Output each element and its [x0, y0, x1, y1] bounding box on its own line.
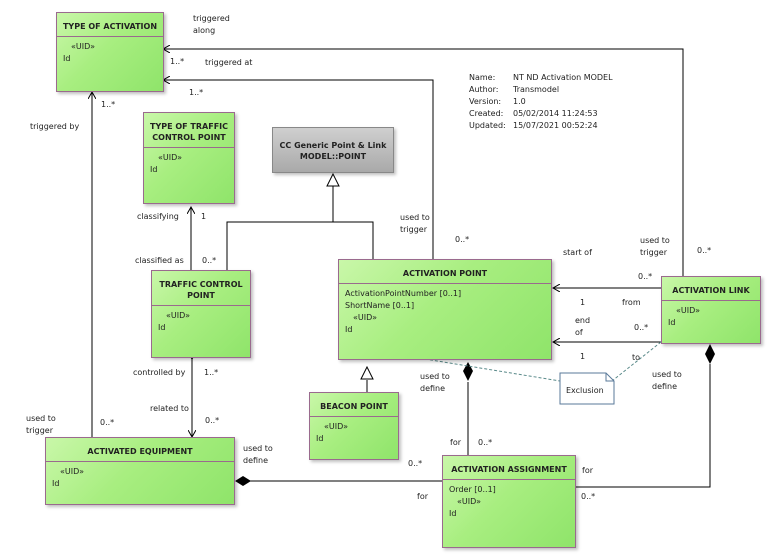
label-end: end — [575, 316, 591, 325]
label-define: define — [243, 456, 269, 465]
attribute: Id — [668, 318, 676, 327]
label-for: for — [417, 492, 428, 501]
label-to: to — [632, 353, 641, 362]
stereotype: «UID» — [158, 153, 183, 162]
class-traffic-control-point[interactable]: TRAFFIC CONTROL POINT «UID» Id — [151, 270, 251, 358]
attribute: Id — [150, 165, 158, 174]
label-triggered: triggered — [193, 14, 230, 23]
attribute: Id — [52, 479, 60, 488]
label-used-to: used to — [400, 213, 430, 222]
gen-activation-point — [333, 221, 374, 259]
note-connector-2 — [611, 341, 662, 382]
stereotype: «UID» — [60, 467, 85, 476]
diamond-activation-point — [463, 362, 473, 381]
stereotype: «UID» — [676, 306, 701, 315]
gen-triangle-activation-point — [360, 365, 374, 380]
label-for: for — [450, 438, 461, 447]
stereotype: «UID» — [166, 311, 191, 320]
stereotype: «UID» — [457, 497, 482, 506]
label-define: define — [420, 384, 446, 393]
mult-0star: 0..* — [455, 235, 470, 244]
class-activation-assignment[interactable]: ACTIVATION ASSIGNMENT Order [0..1] «UID»… — [442, 455, 576, 548]
attribute: Id — [345, 325, 353, 334]
mult-0star: 0..* — [478, 438, 493, 447]
class-title: ACTIVATION POINT — [339, 260, 551, 284]
link-triggered-at — [163, 80, 434, 259]
stereotype: «UID» — [71, 42, 96, 51]
class-activation-point[interactable]: ACTIVATION POINT ActivationPointNumber [… — [338, 259, 552, 360]
class-activated-equipment[interactable]: ACTIVATED EQUIPMENT «UID» Id — [45, 437, 235, 505]
note-exclusion-shape — [559, 372, 615, 405]
mult-0star: 0..* — [100, 418, 115, 427]
label-for: for — [582, 466, 593, 475]
mult-1: 1 — [580, 298, 586, 307]
class-type-of-activation[interactable]: TYPE OF ACTIVATION «UID» Id — [56, 12, 164, 92]
label-used-to: used to — [652, 370, 682, 379]
label-define: define — [652, 382, 678, 391]
gen-triangle-cc — [326, 172, 340, 187]
mult-0star: 0..* — [581, 492, 596, 501]
diamond-activation-link — [705, 344, 715, 364]
attribute: Id — [449, 509, 457, 518]
label-classified-as: classified as — [135, 256, 184, 265]
label-controlled-by: controlled by — [133, 368, 186, 377]
mult-1star: 1..* — [204, 368, 219, 377]
mult-0star: 0..* — [634, 323, 649, 332]
label-trigger: trigger — [400, 225, 428, 234]
class-type-of-traffic-control-point[interactable]: TYPE OF TRAFFIC CONTROL POINT «UID» Id — [143, 112, 235, 204]
mult-1star: 1..* — [189, 88, 204, 97]
mult-0star: 0..* — [638, 272, 653, 281]
class-title: BEACON POINT — [310, 393, 398, 417]
attribute: Id — [316, 434, 324, 443]
label-used-to: used to — [640, 236, 670, 245]
class-title: ACTIVATION ASSIGNMENT — [443, 456, 575, 480]
label-triggered-at: triggered at — [205, 58, 253, 67]
label-from: from — [622, 298, 641, 307]
mult-1: 1 — [201, 212, 207, 221]
mult-1star: 1..* — [170, 57, 185, 66]
class-title: ACTIVATION LINK — [662, 277, 760, 301]
label-trigger: trigger — [26, 426, 54, 435]
link-assignment-link — [576, 364, 711, 488]
attribute: Id — [158, 323, 166, 332]
label-used-to: used to — [26, 414, 56, 423]
class-title: TRAFFIC CONTROL POINT — [152, 271, 250, 306]
mult-1star: 1..* — [101, 100, 116, 109]
label-classifying: classifying — [137, 212, 179, 221]
attribute: Id — [63, 54, 71, 63]
label-of: of — [575, 328, 583, 337]
label-start-of: start of — [563, 248, 592, 257]
diamond-activated-equipment — [235, 476, 251, 486]
mult-0star: 0..* — [205, 416, 220, 425]
mult-1: 1 — [580, 352, 586, 361]
attribute: ShortName [0..1] — [345, 301, 415, 310]
mult-0star: 0..* — [697, 246, 712, 255]
mult-0star: 0..* — [408, 459, 423, 468]
note-connector-1 — [424, 358, 561, 382]
note-exclusion: Exclusion — [566, 386, 604, 395]
attribute: Order [0..1] — [449, 485, 496, 494]
attribute: ActivationPointNumber [0..1] — [345, 289, 462, 298]
class-beacon-point[interactable]: BEACON POINT «UID» Id — [309, 392, 399, 460]
stereotype: «UID» — [353, 313, 378, 322]
label-along: along — [193, 26, 216, 35]
class-cc-generic-point[interactable]: CC Generic Point & Link MODEL::POINT — [272, 127, 394, 173]
mult-0star: 0..* — [202, 256, 217, 265]
gen-traffic-control-point — [226, 185, 334, 270]
link-triggered-along — [163, 49, 684, 276]
class-title: TYPE OF TRAFFIC CONTROL POINT — [144, 113, 234, 148]
class-title: ACTIVATED EQUIPMENT — [46, 438, 234, 462]
label-related-to: related to — [150, 404, 189, 413]
diagram-metadata: Name:NT ND Activation MODEL Author:Trans… — [469, 73, 613, 130]
class-activation-link[interactable]: ACTIVATION LINK «UID» Id — [661, 276, 761, 344]
label-triggered-by: triggered by — [30, 122, 80, 131]
stereotype: «UID» — [324, 422, 349, 431]
label-used-to: used to — [243, 444, 273, 453]
label-used-to: used to — [420, 372, 450, 381]
label-trigger: trigger — [640, 248, 668, 257]
class-title: TYPE OF ACTIVATION — [57, 13, 163, 37]
